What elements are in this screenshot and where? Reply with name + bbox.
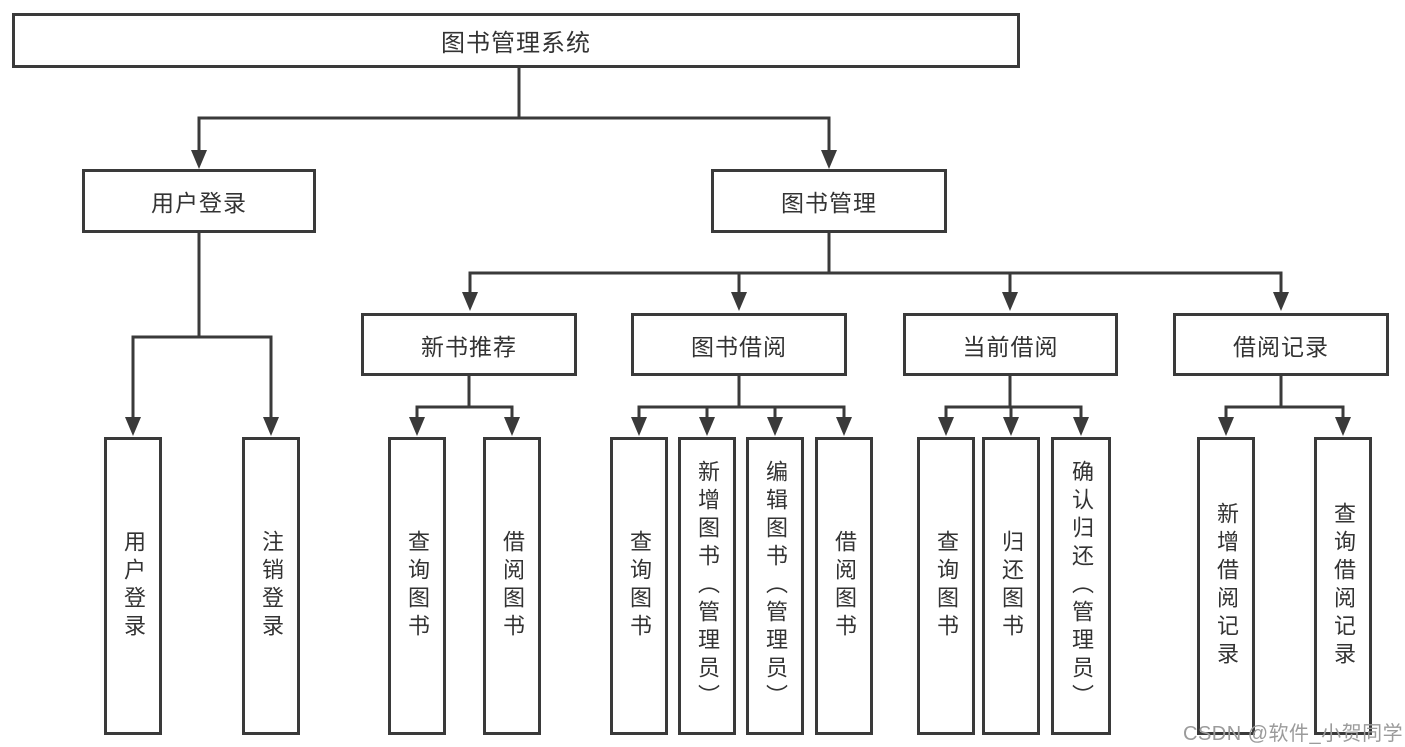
node-new-book-rec: 新书推荐 xyxy=(361,313,577,376)
leaf-edit-books-admin-label: 编辑图书（管理员） xyxy=(763,460,788,712)
node-book-mgmt: 图书管理 xyxy=(711,169,947,233)
arrowhead-icon xyxy=(263,417,279,436)
node-user-login-label: 用户登录 xyxy=(151,190,247,216)
arrowhead-icon xyxy=(767,417,783,436)
leaf-borrow-books: 借阅图书 xyxy=(815,437,873,735)
leaf-rec-query-books: 查询图书 xyxy=(388,437,446,735)
node-book-borrow-label: 图书借阅 xyxy=(691,333,787,360)
arrowhead-icon xyxy=(699,417,715,436)
arrowhead-icon xyxy=(821,150,837,169)
leaf-return-books-label: 归还图书 xyxy=(999,530,1024,642)
node-book-mgmt-label: 图书管理 xyxy=(781,190,877,216)
leaf-user-login: 用户登录 xyxy=(104,437,162,735)
leaf-query-borrow-record-label: 查询借阅记录 xyxy=(1331,502,1356,670)
connector-new-book-rec xyxy=(415,374,514,421)
arrowhead-icon xyxy=(1003,417,1019,436)
arrowhead-icon xyxy=(836,417,852,436)
leaf-query-borrow-record: 查询借阅记录 xyxy=(1314,437,1372,735)
leaf-borrow-query-books: 查询图书 xyxy=(610,437,668,735)
connector-user-login xyxy=(131,231,273,421)
arrowhead-icon xyxy=(1273,292,1289,311)
leaf-add-books-admin-label: 新增图书（管理员） xyxy=(695,460,720,712)
node-root-label: 图书管理系统 xyxy=(441,30,591,57)
watermark: CSDN @软件_小贺同学 xyxy=(1183,723,1404,745)
leaf-add-borrow-record: 新增借阅记录 xyxy=(1197,437,1255,735)
arrowhead-icon xyxy=(1073,417,1089,436)
leaf-confirm-return-admin: 确认归还（管理员） xyxy=(1051,437,1111,735)
leaf-borrow-books-label: 借阅图书 xyxy=(832,530,857,642)
leaf-current-query-books-label: 查询图书 xyxy=(934,530,959,642)
connector-book-mgmt xyxy=(468,231,1283,296)
arrowhead-icon xyxy=(1218,417,1234,436)
connector-book-borrow xyxy=(637,374,846,421)
leaf-logout: 注销登录 xyxy=(242,437,300,735)
node-current-borrow: 当前借阅 xyxy=(903,313,1118,376)
leaf-borrow-query-books-label: 查询图书 xyxy=(627,530,652,642)
leaf-rec-borrow-books: 借阅图书 xyxy=(483,437,541,735)
arrowhead-icon xyxy=(731,292,747,311)
leaf-rec-query-books-label: 查询图书 xyxy=(405,530,430,642)
node-new-book-rec-label: 新书推荐 xyxy=(421,333,517,360)
arrowhead-icon xyxy=(1002,292,1018,311)
node-book-borrow: 图书借阅 xyxy=(631,313,847,376)
node-borrow-record: 借阅记录 xyxy=(1173,313,1389,376)
node-user-login: 用户登录 xyxy=(82,169,316,233)
arrowhead-icon xyxy=(409,417,425,436)
connector-current-borrow xyxy=(944,374,1083,421)
connector-borrow-record xyxy=(1224,374,1345,421)
node-root: 图书管理系统 xyxy=(12,13,1020,68)
arrowhead-icon xyxy=(938,417,954,436)
node-borrow-record-label: 借阅记录 xyxy=(1233,333,1329,360)
leaf-add-borrow-record-label: 新增借阅记录 xyxy=(1214,502,1239,670)
leaf-logout-label: 注销登录 xyxy=(259,530,284,642)
leaf-return-books: 归还图书 xyxy=(982,437,1040,735)
leaf-add-books-admin: 新增图书（管理员） xyxy=(678,437,736,735)
leaf-edit-books-admin: 编辑图书（管理员） xyxy=(746,437,804,735)
arrowhead-icon xyxy=(191,150,207,169)
arrowhead-icon xyxy=(125,417,141,436)
arrowhead-icon xyxy=(504,417,520,436)
arrowhead-icon xyxy=(1335,417,1351,436)
arrowhead-icon xyxy=(631,417,647,436)
connector-root xyxy=(197,66,831,154)
leaf-rec-borrow-books-label: 借阅图书 xyxy=(500,530,525,642)
node-current-borrow-label: 当前借阅 xyxy=(962,333,1059,360)
leaf-confirm-return-admin-label: 确认归还（管理员） xyxy=(1069,460,1094,712)
leaf-current-query-books: 查询图书 xyxy=(917,437,975,735)
leaf-user-login-label: 用户登录 xyxy=(121,530,146,642)
arrowhead-icon xyxy=(462,292,478,311)
